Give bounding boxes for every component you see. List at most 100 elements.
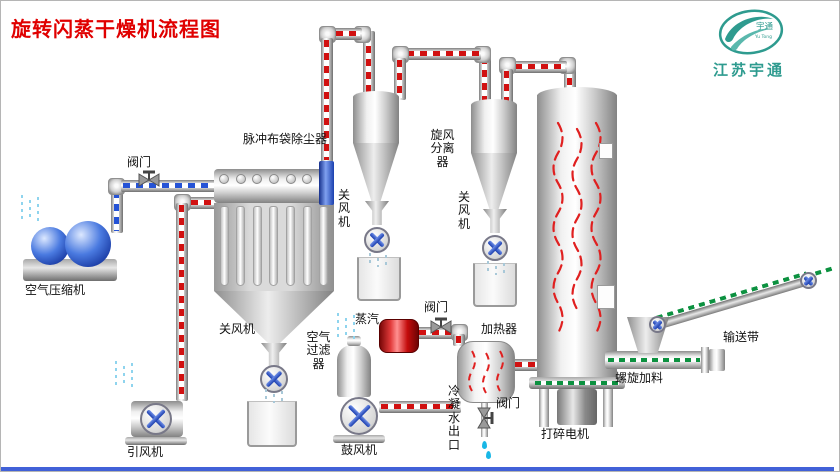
induced-fan-icon: [140, 403, 172, 435]
cyclone-separator-label: 旋风分离器: [430, 128, 455, 169]
flow-dashes: [397, 60, 402, 98]
company-name: 江苏宇通: [712, 61, 785, 79]
screw-feeder-tube: [605, 351, 703, 369]
pulse-valve-icon: [252, 174, 263, 184]
water-drop-icon: [486, 451, 491, 459]
flow-dashes: [123, 183, 217, 188]
cyclone1-cone: [353, 143, 399, 201]
compressor-tank-icon: [65, 221, 111, 267]
induced-fan-base: [125, 437, 187, 445]
blower-fan-icon: [340, 397, 378, 435]
filter-bag: [219, 206, 229, 286]
condensate-outlet-label: 冷凝水出口: [447, 384, 460, 452]
flow-dashes: [191, 200, 215, 205]
valve-icon: [477, 407, 494, 429]
filter-bag: [319, 206, 329, 286]
blower-base: [333, 435, 385, 443]
pulse-valve-icon: [235, 174, 246, 184]
tower-sight-glass: [599, 143, 613, 159]
steam-label: 蒸汽: [355, 312, 380, 326]
bag-filter-inlet-duct: [319, 161, 334, 205]
crusher-motor-label: 打碎电机: [541, 427, 590, 441]
rotary-valve-fan-icon: [482, 235, 508, 261]
flow-dashes: [567, 65, 572, 95]
screw-feeder-flange: [701, 347, 709, 373]
induced-fan-label: 引风机: [127, 445, 164, 459]
flow-dashes: [419, 330, 457, 335]
pipe-cyclone2-exhaust: [479, 55, 491, 109]
flow-dashes: [515, 64, 565, 69]
rotary-valve-bag-label: 关风机: [219, 322, 256, 336]
valve-steam-label: 阀门: [424, 300, 449, 314]
compressor-motor-icon: [31, 227, 69, 265]
filter-bag: [302, 206, 312, 286]
conveyor-roller-icon: [800, 272, 817, 289]
pulse-valve-icon: [268, 174, 279, 184]
fan-air-spray-icon: [113, 361, 135, 389]
flow-dashes: [179, 205, 184, 399]
heater-coil-icon: [468, 350, 504, 394]
filter-bag: [269, 206, 279, 286]
cyclone2-cone: [471, 153, 517, 209]
pipe-steam-drop: [453, 334, 465, 346]
pulse-valve-icon: [285, 174, 296, 184]
heater-label: 加热器: [481, 322, 518, 336]
steam-vessel: [379, 319, 419, 353]
air-compressor-label: 空气压缩机: [25, 283, 86, 297]
pipe-heater-to-tower: [513, 359, 543, 371]
collection-box: [247, 401, 297, 447]
cyclone2-body: [471, 105, 517, 153]
air-intake-spray-icon: [335, 313, 357, 341]
bottom-divider: [1, 467, 834, 471]
valve-icon: [430, 317, 452, 334]
air-filter-label: 空气过滤器: [306, 330, 331, 371]
rotary-valve-cyclone1-label: 关风机: [337, 188, 350, 229]
feed-flow-dashes: [814, 266, 834, 276]
logo-mark-text: 宇通: [756, 21, 774, 32]
pipe-tower-to-cyclone2: [513, 61, 567, 73]
feed-flow-dashes: [656, 271, 807, 320]
tower-access-door: [597, 285, 615, 309]
rotary-valve-icon: [483, 209, 507, 233]
discharge-spray-icon: [485, 261, 505, 275]
air-filter-body: [337, 345, 371, 397]
pulse-valve-icon: [219, 174, 230, 184]
flow-dashes: [515, 362, 541, 367]
company-logo-icon: 宇通 Yu Tong: [718, 9, 784, 55]
screw-feeder-label: 螺旋加料: [615, 371, 664, 385]
drying-tower-shell: [537, 95, 617, 379]
feed-flow-dashes: [608, 358, 700, 362]
pulse-valve-row: [216, 174, 332, 184]
water-drop-icon: [482, 441, 487, 449]
conveyor-belt: [655, 271, 812, 330]
pipe-bagfilter-inlet: [321, 38, 333, 162]
bag-filter-label: 脉冲布袋除尘器: [243, 132, 328, 146]
logo-mark-sub: Yu Tong: [754, 34, 772, 40]
pipe-compressed-air-riser: [111, 189, 123, 233]
discharge-spray-icon: [263, 389, 283, 403]
cyclone1-body: [353, 97, 399, 143]
pipe-compressed-air-header: [121, 180, 219, 192]
valve-icon: [138, 170, 160, 187]
flow-dashes: [324, 40, 329, 160]
pulse-valve-icon: [302, 174, 313, 184]
pipe-blower-to-heater: [379, 401, 461, 413]
flow-dashes: [381, 404, 459, 409]
flow-dashes: [482, 57, 487, 107]
screw-feeder-motor: [709, 349, 725, 371]
rotary-valve-icon: [261, 343, 287, 367]
discharge-spray-icon: [367, 253, 387, 267]
flow-dashes: [366, 33, 371, 97]
pipe-cyclone1-exhaust: [363, 31, 375, 99]
collection-box: [473, 263, 517, 307]
pipe-cyclone2-to-cyclone1: [405, 48, 481, 60]
crusher-motor-icon: [557, 389, 597, 425]
blower-label: 鼓风机: [341, 443, 378, 457]
rotary-valve-fan-icon: [260, 365, 288, 393]
pipe-exhaust-downcomer: [176, 203, 188, 401]
flow-dashes: [504, 71, 509, 107]
valve-air-label: 阀门: [127, 155, 152, 169]
rotary-valve-cyclone2-label: 关风机: [457, 190, 470, 231]
filter-bag: [252, 206, 262, 286]
